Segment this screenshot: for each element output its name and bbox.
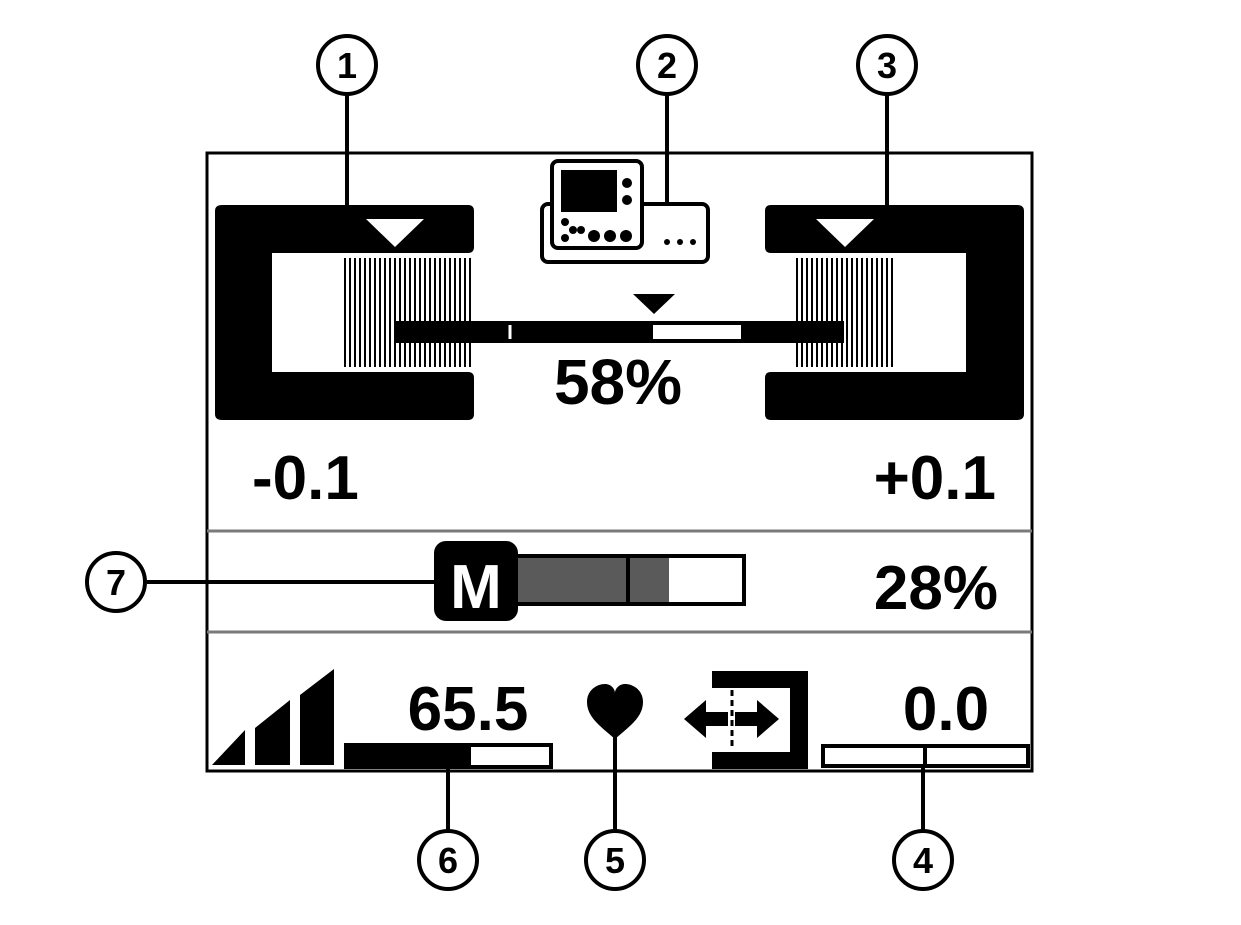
right-value: +0.1 [874, 444, 996, 513]
callout-7-label: 7 [106, 562, 126, 603]
mode-badge: M [434, 541, 518, 622]
center-pointer-icon [633, 294, 675, 314]
callout-1-label: 1 [337, 45, 357, 86]
callout-6-label: 6 [438, 840, 458, 881]
controller-terminal-icon [540, 159, 710, 264]
speed-value: 65.5 [408, 675, 529, 744]
screen-frame [205, 151, 1034, 773]
right-bottom-bar [821, 744, 1030, 768]
mode-bar [476, 554, 746, 606]
center-bar-highlight [653, 325, 741, 339]
right-bottom-value: 0.0 [903, 675, 989, 744]
right-nozzle-section-icon [765, 205, 1024, 420]
speed-bar [344, 743, 553, 769]
callout-6: 6 [417, 829, 479, 891]
mode-percent: 28% [874, 554, 998, 623]
callout-5-label: 5 [605, 840, 625, 881]
callout-5: 5 [584, 829, 646, 891]
callout-4-label: 4 [913, 840, 933, 881]
left-value: -0.1 [252, 444, 359, 513]
right-stripes [796, 258, 893, 367]
callout-2: 2 [636, 34, 698, 96]
speed-bar-fill [346, 745, 471, 767]
left-nozzle-section-icon [215, 205, 474, 420]
callout-3: 3 [856, 34, 918, 96]
callout-3-label: 3 [877, 45, 897, 86]
callout-1: 1 [316, 34, 378, 96]
center-boom-bar [396, 294, 844, 343]
mode-letter: M [450, 553, 502, 622]
left-stripes [344, 258, 471, 367]
center-percent: 58% [554, 346, 682, 418]
boom-width-icon [684, 671, 808, 769]
callout-2-label: 2 [657, 45, 677, 86]
signal-strength-icon [212, 669, 334, 765]
heart-icon [587, 684, 643, 739]
callout-4: 4 [892, 829, 954, 891]
callout-7: 7 [85, 551, 147, 613]
